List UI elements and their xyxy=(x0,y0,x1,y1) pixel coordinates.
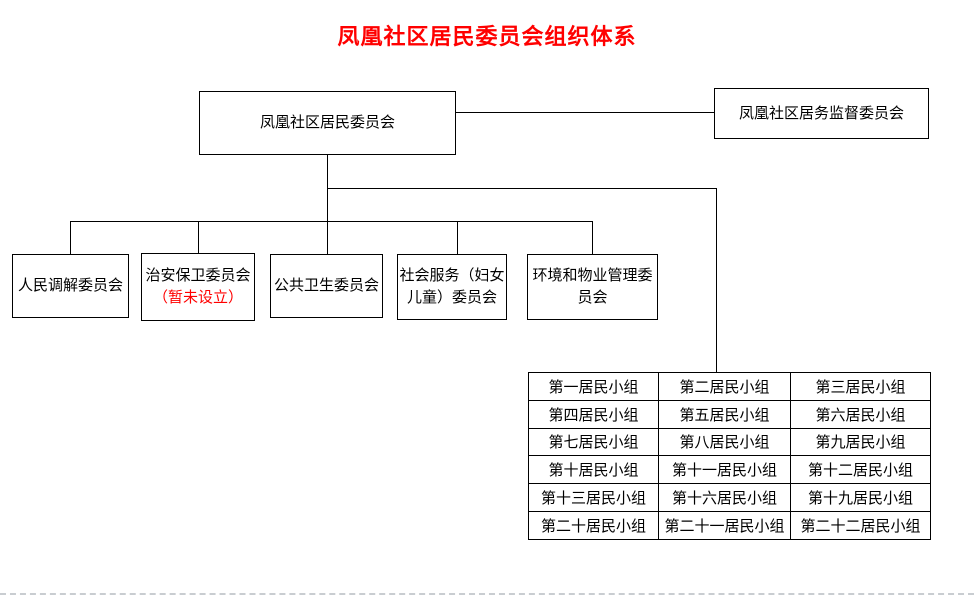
committee-label: 公共卫生委员会 xyxy=(273,276,379,295)
group-cell: 第七居民小组 xyxy=(528,427,659,457)
page-break-dashed-line xyxy=(0,593,974,595)
group-cell: 第二十二居民小组 xyxy=(790,510,931,540)
table-row: 第四居民小组 第五居民小组 第六居民小组 xyxy=(528,399,931,429)
group-cell: 第二十居民小组 xyxy=(528,510,659,540)
group-cell: 第十二居民小组 xyxy=(790,455,931,485)
connector-drop-committee-2 xyxy=(198,221,199,254)
group-cell: 第二居民小组 xyxy=(658,372,791,401)
supervision-committee-label: 凤凰社区居务监督委员会 xyxy=(738,103,904,122)
connector-committees-rail xyxy=(70,221,593,222)
group-cell: 第十六居民小组 xyxy=(658,483,791,512)
group-cell: 第五居民小组 xyxy=(658,399,791,429)
table-row: 第十三居民小组 第十六居民小组 第十九居民小组 xyxy=(528,483,931,512)
connector-drop-committee-4 xyxy=(457,221,458,255)
group-cell: 第二十一居民小组 xyxy=(658,510,791,540)
committee-label: 环境和物业管理委员会 xyxy=(532,266,653,306)
root-committee-label: 凤凰社区居民委员会 xyxy=(259,113,395,132)
connector-drop-committee-3 xyxy=(327,221,328,255)
committee-note: （暂未设立） xyxy=(152,288,243,306)
committee-box-mediation: 人民调解委员会 xyxy=(12,254,129,318)
group-cell: 第十一居民小组 xyxy=(658,455,791,485)
group-cell: 第十三居民小组 xyxy=(528,483,659,512)
connector-root-to-supervision xyxy=(456,112,714,113)
page-title: 凤凰社区居民委员会组织体系 xyxy=(337,24,637,50)
root-committee-box: 凤凰社区居民委员会 xyxy=(199,91,456,155)
table-row: 第一居民小组 第二居民小组 第三居民小组 xyxy=(528,372,931,401)
connector-drop-committee-5 xyxy=(592,221,593,255)
committee-box-public-health: 公共卫生委员会 xyxy=(270,254,383,318)
group-cell: 第十九居民小组 xyxy=(790,483,931,512)
group-cell: 第十居民小组 xyxy=(528,455,659,485)
group-cell: 第六居民小组 xyxy=(790,399,931,429)
committee-box-security: 治安保卫委员会 （暂未设立） xyxy=(141,253,255,321)
committee-label: 社会服务（妇女儿童）委员会 xyxy=(399,266,505,306)
committee-box-social-services: 社会服务（妇女儿童）委员会 xyxy=(397,254,507,320)
group-cell: 第三居民小组 xyxy=(790,372,931,401)
group-cell: 第九居民小组 xyxy=(790,427,931,457)
committee-label: 人民调解委员会 xyxy=(17,276,123,295)
table-row: 第十居民小组 第十一居民小组 第十二居民小组 xyxy=(528,455,931,485)
group-cell: 第一居民小组 xyxy=(528,372,659,401)
supervision-committee-box: 凤凰社区居务监督委员会 xyxy=(714,88,929,139)
table-row: 第七居民小组 第八居民小组 第九居民小组 xyxy=(528,427,931,457)
residents-groups-table: 第一居民小组 第二居民小组 第三居民小组 第四居民小组 第五居民小组 第六居民小… xyxy=(528,372,931,540)
connector-branch-to-groups-horizontal xyxy=(327,188,717,189)
group-cell: 第八居民小组 xyxy=(658,427,791,457)
committee-box-environment-property: 环境和物业管理委员会 xyxy=(527,254,658,320)
connector-drop-committee-1 xyxy=(70,221,71,255)
connector-branch-to-groups-vertical xyxy=(716,188,717,373)
table-row: 第二十居民小组 第二十一居民小组 第二十二居民小组 xyxy=(528,510,931,540)
committee-label: 治安保卫委员会 xyxy=(145,266,251,285)
group-cell: 第四居民小组 xyxy=(528,399,659,429)
